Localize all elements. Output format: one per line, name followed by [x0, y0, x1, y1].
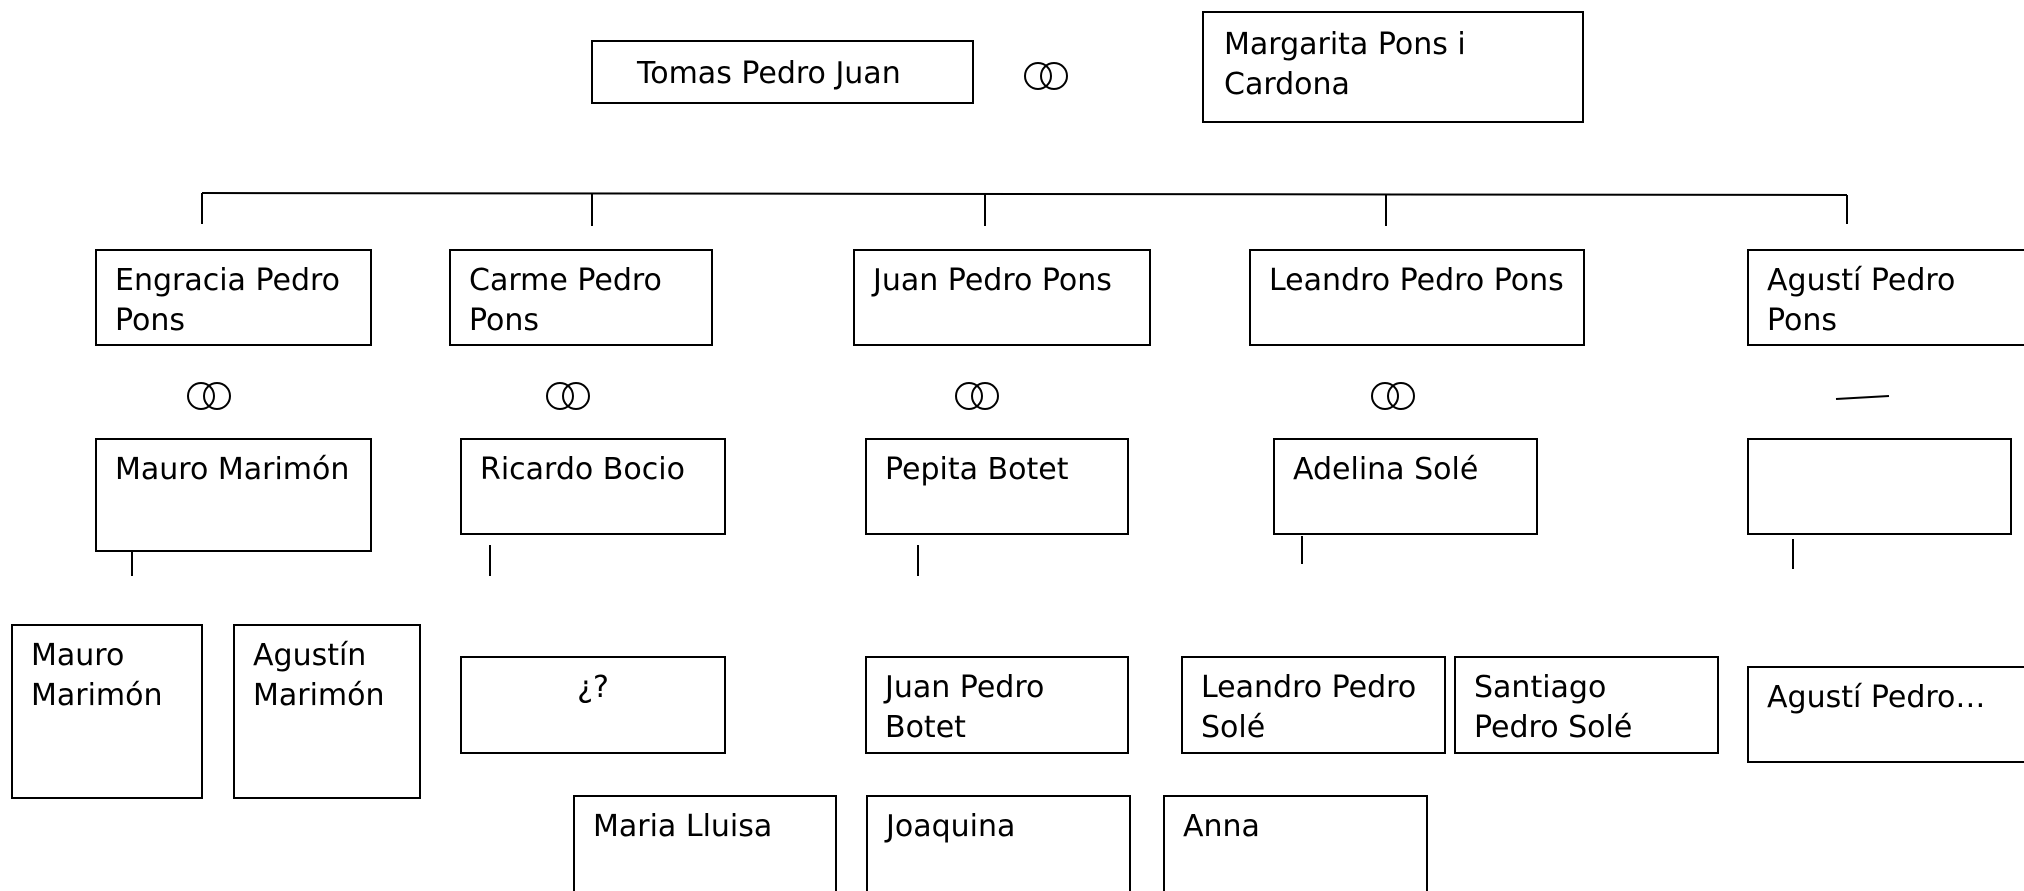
person-name: Mauro Marimón	[31, 638, 163, 713]
person-box-grandchild: Mauro Marimón	[11, 624, 203, 799]
person-box-spouse: Mauro Marimón	[95, 438, 372, 552]
person-name: Pepita Botet	[885, 452, 1069, 487]
person-name: Juan Pedro Pons	[873, 263, 1112, 298]
person-box-grandchild: Leandro Pedro Solé	[1181, 656, 1446, 754]
person-name: Agustín Marimón	[253, 638, 385, 713]
person-box-grandchild: ¿?	[460, 656, 726, 754]
person-box-mother: Margarita Pons i Cardona	[1202, 11, 1584, 123]
wedding-rings-icon	[546, 382, 590, 410]
wedding-rings-icon	[1024, 62, 1068, 90]
person-box-child: Juan Pedro Pons	[853, 249, 1151, 346]
person-box-spouse-empty	[1747, 438, 2012, 535]
person-name: Agustí Pedro Pons	[1767, 263, 1956, 338]
person-box-child: Leandro Pedro Pons	[1249, 249, 1585, 346]
person-name: Adelina Solé	[1293, 452, 1479, 487]
person-box-descendant: Joaquina	[866, 795, 1131, 891]
person-box-descendant: Maria Lluisa	[573, 795, 837, 891]
person-box-child: Carme Pedro Pons	[449, 249, 713, 346]
person-name: Juan Pedro Botet	[885, 670, 1045, 745]
wedding-rings-icon	[1371, 382, 1415, 410]
wedding-rings-icon	[187, 382, 231, 410]
person-box-grandchild: Santiago Pedro Solé	[1454, 656, 1719, 754]
person-name: Joaquina	[886, 809, 1016, 844]
person-name: Anna	[1183, 809, 1260, 844]
person-name: Leandro Pedro Pons	[1269, 263, 1564, 298]
person-box-grandchild: Agustín Marimón	[233, 624, 421, 799]
person-name: Santiago Pedro Solé	[1474, 670, 1633, 745]
person-box-father: Tomas Pedro Juan	[591, 40, 974, 104]
person-box-spouse: Adelina Solé	[1273, 438, 1538, 535]
person-name: Ricardo Bocio	[480, 452, 685, 487]
person-box-grandchild: Agustí Pedro…	[1747, 666, 2024, 763]
person-name: Mauro Marimón	[115, 452, 350, 487]
person-name: Agustí Pedro…	[1767, 680, 1986, 715]
person-name: Carme Pedro Pons	[469, 263, 662, 338]
person-name: Leandro Pedro Solé	[1201, 670, 1417, 745]
person-box-descendant: Anna	[1163, 795, 1428, 891]
person-name: Margarita Pons i Cardona	[1224, 27, 1466, 102]
person-name: ¿?	[577, 670, 609, 705]
person-box-grandchild: Juan Pedro Botet	[865, 656, 1129, 754]
wedding-rings-icon	[955, 382, 999, 410]
person-box-child: Engracia Pedro Pons	[95, 249, 372, 346]
person-box-spouse: Pepita Botet	[865, 438, 1129, 535]
person-name: Maria Lluisa	[593, 809, 773, 844]
person-name: Tomas Pedro Juan	[637, 56, 901, 91]
person-box-child: Agustí Pedro Pons	[1747, 249, 2024, 346]
person-box-spouse: Ricardo Bocio	[460, 438, 726, 535]
person-name: Engracia Pedro Pons	[115, 263, 341, 338]
